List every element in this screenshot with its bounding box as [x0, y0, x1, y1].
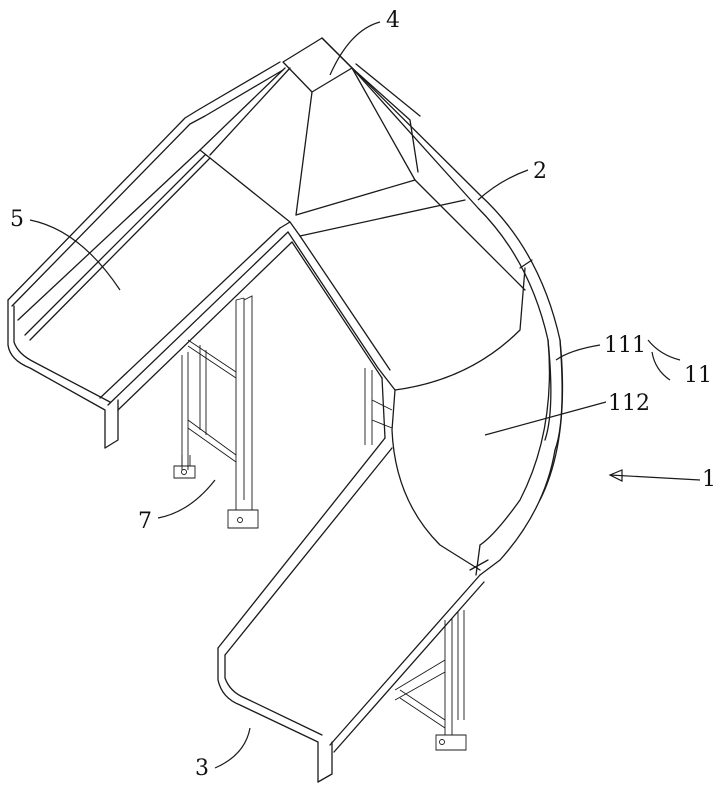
- left-chute: [7, 61, 301, 449]
- middle-support-frame: [364, 368, 393, 445]
- top-junction: [209, 37, 466, 237]
- lower-chute: [217, 437, 489, 783]
- label-11: 11: [684, 363, 712, 388]
- label-7: 7: [138, 509, 152, 534]
- lower-support-frame: [394, 610, 467, 751]
- right-chute: [287, 37, 564, 576]
- label-3: 3: [195, 756, 209, 781]
- label-2: 2: [533, 159, 547, 184]
- label-1: 1: [702, 467, 716, 492]
- label-111: 111: [604, 333, 646, 358]
- left-support-frame: [173, 295, 259, 529]
- label-5: 5: [10, 207, 24, 232]
- leader-lines: [29, 21, 701, 769]
- label-112: 112: [608, 391, 650, 416]
- label-4: 4: [386, 8, 400, 33]
